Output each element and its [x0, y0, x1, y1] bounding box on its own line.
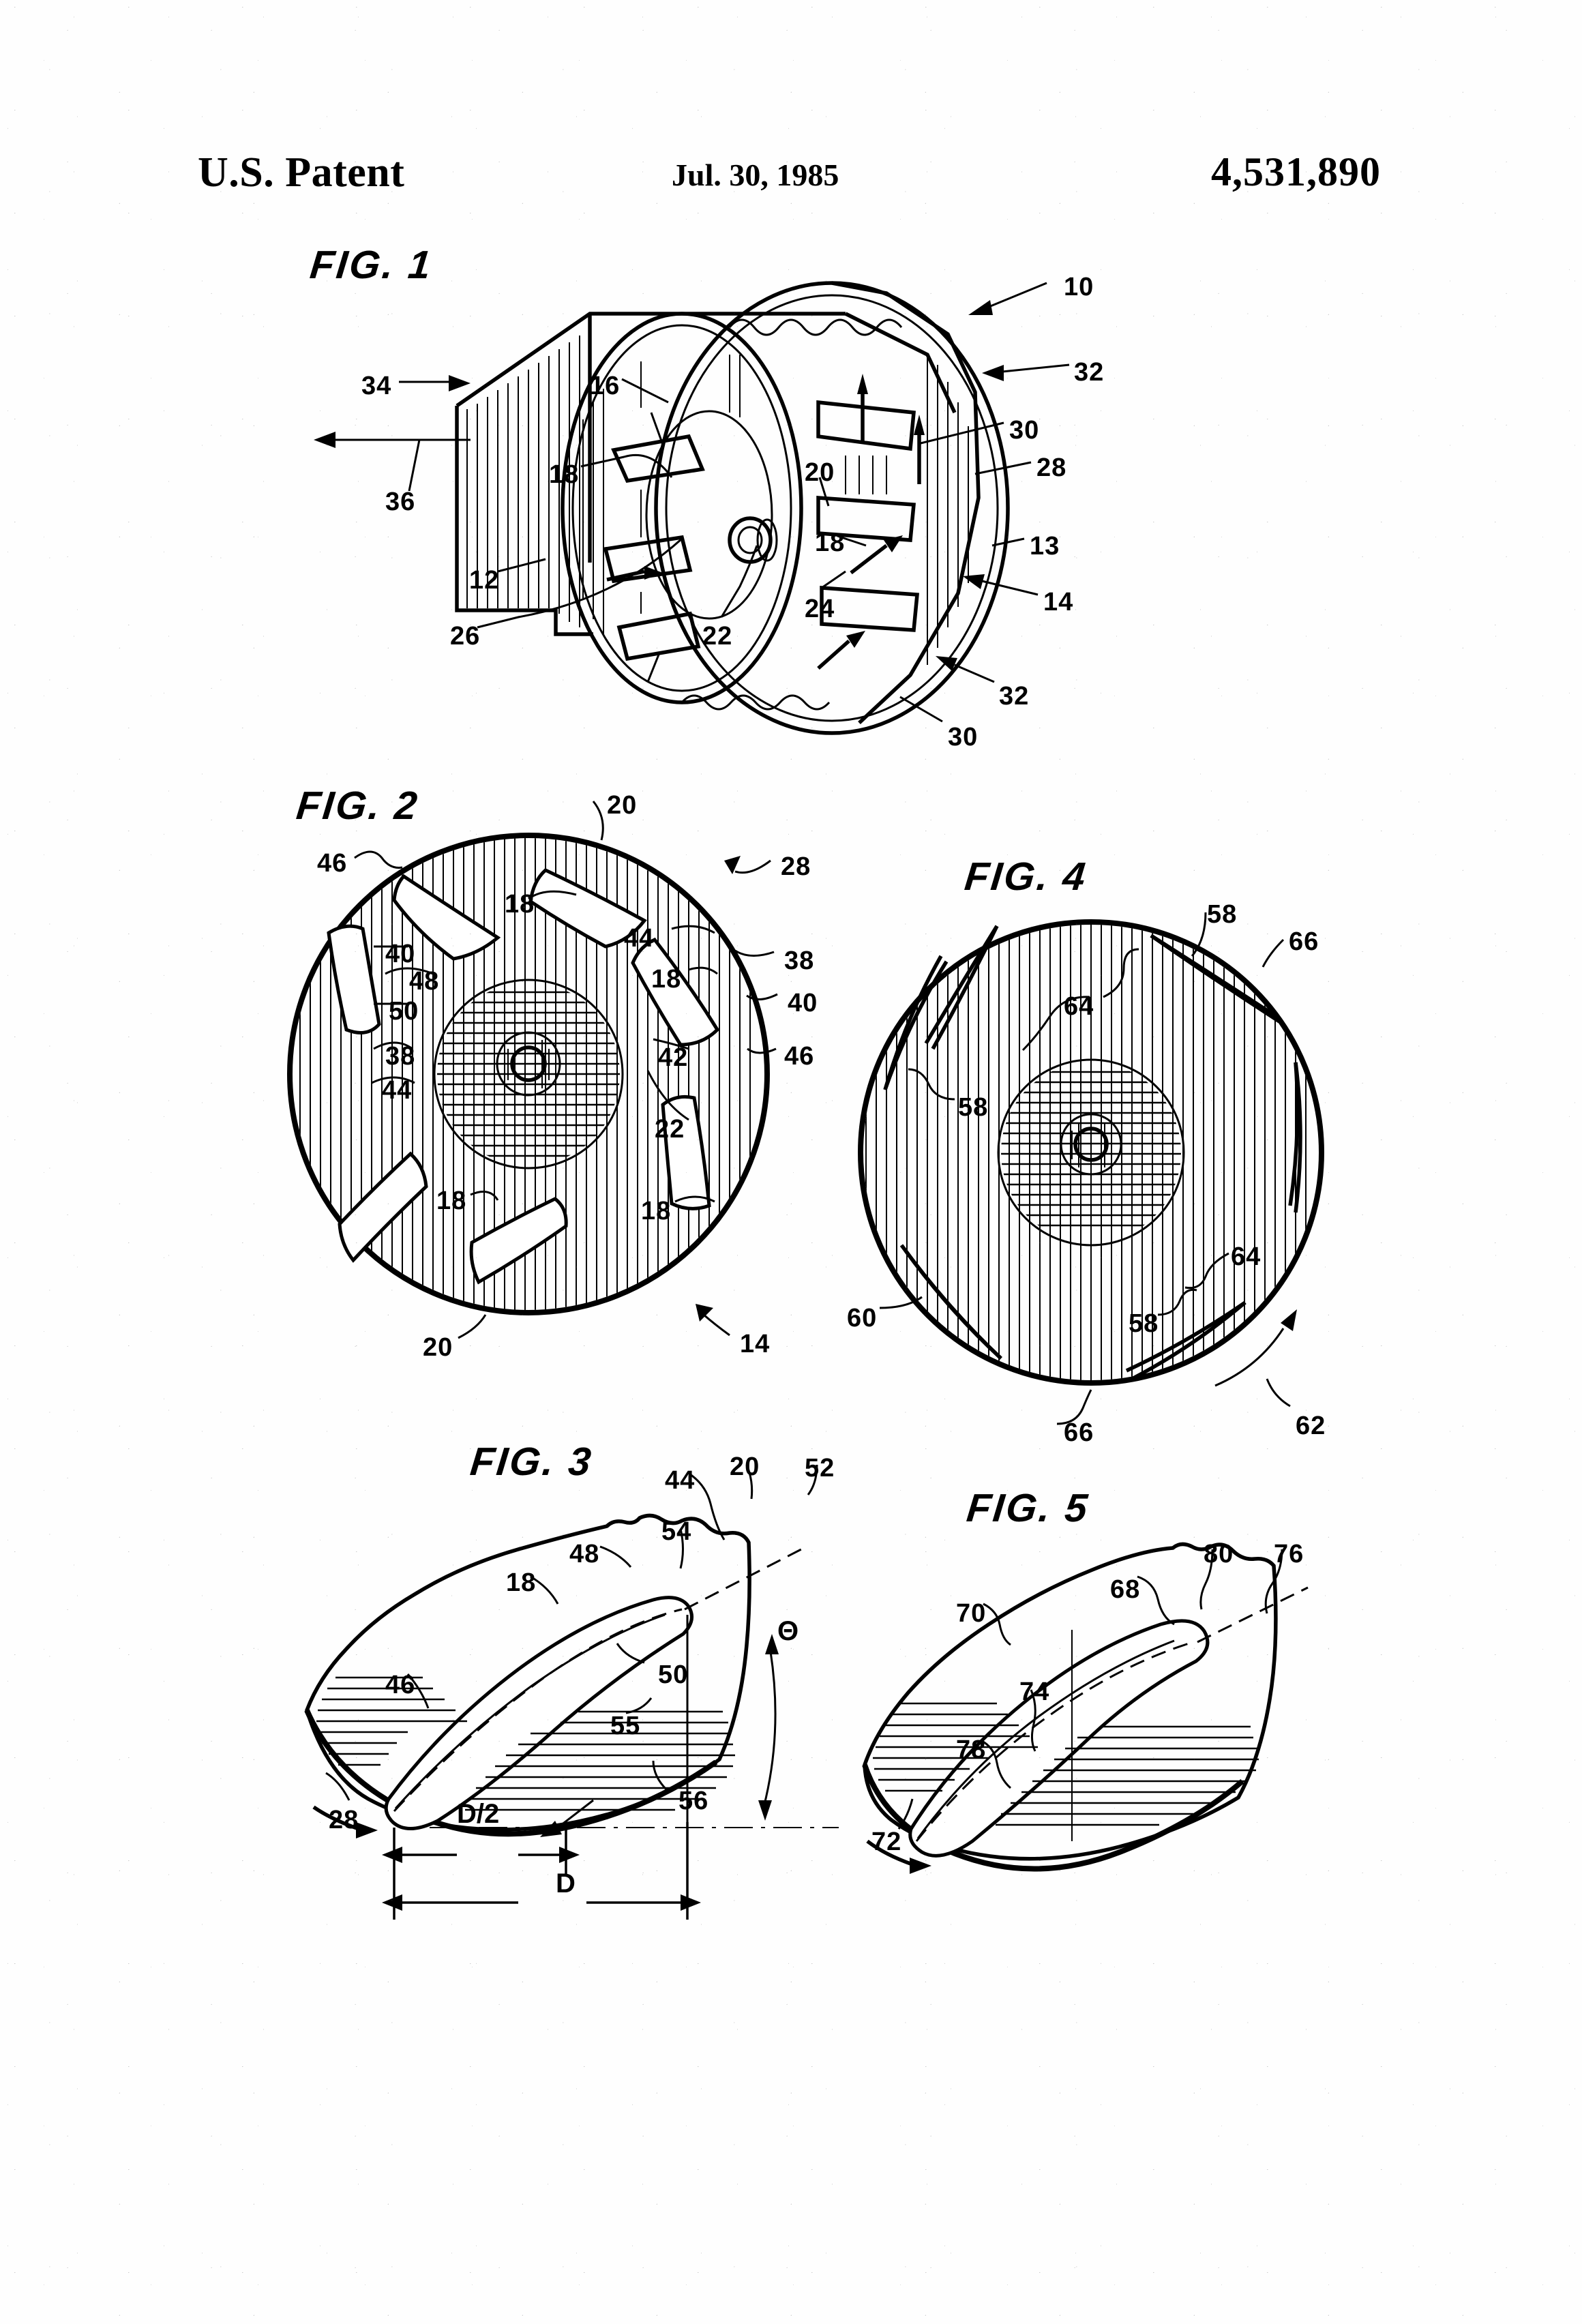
reference-numeral-36: 36: [385, 488, 416, 516]
fan-blades-alt: [883, 925, 1302, 1381]
reference-numeral-62: 62: [1296, 1412, 1326, 1440]
reference-numeral-68: 68: [1110, 1575, 1141, 1604]
reference-numeral-44: 44: [665, 1466, 696, 1495]
reference-numeral-44: 44: [624, 924, 655, 953]
figure-1-drawing: [455, 281, 1010, 735]
reference-numeral-64: 64: [1231, 1242, 1262, 1271]
reference-numeral-32: 32: [999, 682, 1030, 711]
reference-numeral-56: 56: [678, 1787, 709, 1815]
rear-blades: [816, 374, 925, 670]
reference-numeral-14: 14: [1043, 588, 1074, 616]
reference-numeral-18: 18: [549, 460, 580, 489]
reference-numeral-58: 58: [1207, 900, 1238, 929]
dimension-label-D-over-2: D/2: [457, 1799, 500, 1829]
figure-3-drawing: [304, 1513, 839, 1920]
reference-numeral-28: 28: [1036, 453, 1067, 482]
reference-numeral-58: 58: [958, 1093, 989, 1122]
reference-numeral-42: 42: [658, 1043, 689, 1072]
reference-numeral-40: 40: [788, 989, 818, 1017]
reference-numeral-60: 60: [847, 1304, 878, 1332]
reference-numeral-18: 18: [815, 528, 846, 557]
reference-numeral-30: 30: [1009, 416, 1040, 445]
reference-numeral-40: 40: [385, 940, 416, 968]
reference-numeral-18: 18: [436, 1187, 467, 1215]
reference-numeral-48: 48: [569, 1540, 600, 1568]
reference-numeral-66: 66: [1289, 927, 1319, 956]
reference-numeral-74: 74: [1019, 1678, 1050, 1706]
reference-numeral-18: 18: [505, 890, 535, 919]
reference-numeral-16: 16: [590, 372, 621, 400]
reference-numeral-24: 24: [805, 595, 835, 623]
reference-numeral-28: 28: [329, 1806, 359, 1834]
reference-numeral-34: 34: [361, 372, 392, 400]
reference-numeral-50: 50: [389, 997, 419, 1026]
reference-numeral-38: 38: [385, 1042, 416, 1071]
reference-numeral-46: 46: [784, 1042, 815, 1071]
patent-number: 4,531,890: [1211, 149, 1381, 194]
reference-numeral-78: 78: [956, 1735, 987, 1764]
reference-numeral-18: 18: [641, 1197, 672, 1225]
reference-numeral-18: 18: [651, 965, 682, 994]
figure-4-drawing: [858, 919, 1324, 1386]
reference-numeral-20: 20: [607, 791, 638, 820]
figure-2-drawing: [287, 833, 770, 1315]
patent-issue-date: Jul. 30, 1985: [672, 158, 839, 192]
reference-numeral-14: 14: [740, 1330, 771, 1358]
reference-numeral-76: 76: [1274, 1540, 1304, 1568]
reference-numeral-22: 22: [655, 1115, 685, 1144]
reference-numeral-64: 64: [1064, 992, 1094, 1021]
reference-numeral-32: 32: [1074, 358, 1105, 387]
volute-body: [654, 281, 1010, 735]
reference-numeral-10: 10: [1064, 273, 1094, 301]
reference-numeral-20: 20: [805, 458, 835, 487]
reference-numeral-20: 20: [730, 1452, 760, 1481]
reference-numeral-46: 46: [385, 1671, 416, 1699]
reference-numeral-20: 20: [423, 1333, 453, 1362]
dimension-label-Θ: Θ: [777, 1616, 799, 1646]
reference-numeral-66: 66: [1064, 1418, 1094, 1447]
reference-numeral-22: 22: [702, 622, 733, 651]
reference-numeral-38: 38: [784, 947, 815, 975]
reference-numeral-18: 18: [506, 1568, 537, 1597]
dimension-lines: [382, 1822, 701, 1920]
reference-numeral-55: 55: [610, 1712, 641, 1740]
reference-numeral-70: 70: [956, 1599, 987, 1628]
reference-numeral-54: 54: [661, 1517, 692, 1546]
reference-numeral-48: 48: [409, 967, 440, 996]
reference-numeral-50: 50: [658, 1660, 689, 1689]
figure-5-drawing: [862, 1542, 1309, 1874]
reference-numeral-12: 12: [469, 566, 500, 595]
reference-numeral-28: 28: [781, 852, 811, 881]
dimension-label-D: D: [556, 1868, 576, 1898]
reference-numeral-30: 30: [948, 723, 979, 751]
patent-header: U.S. Patent Jul. 30, 1985 4,531,890: [0, 149, 1582, 210]
patent-office-title: U.S. Patent: [198, 149, 405, 196]
reference-numeral-26: 26: [450, 622, 481, 651]
reference-numeral-52: 52: [805, 1454, 835, 1483]
reference-numeral-46: 46: [317, 849, 348, 878]
fan-blades: [327, 868, 720, 1285]
reference-numeral-80: 80: [1204, 1540, 1234, 1568]
reference-numeral-44: 44: [382, 1076, 413, 1105]
reference-numeral-72: 72: [871, 1828, 902, 1856]
reference-numeral-58: 58: [1129, 1309, 1159, 1338]
reference-numeral-13: 13: [1030, 532, 1060, 561]
